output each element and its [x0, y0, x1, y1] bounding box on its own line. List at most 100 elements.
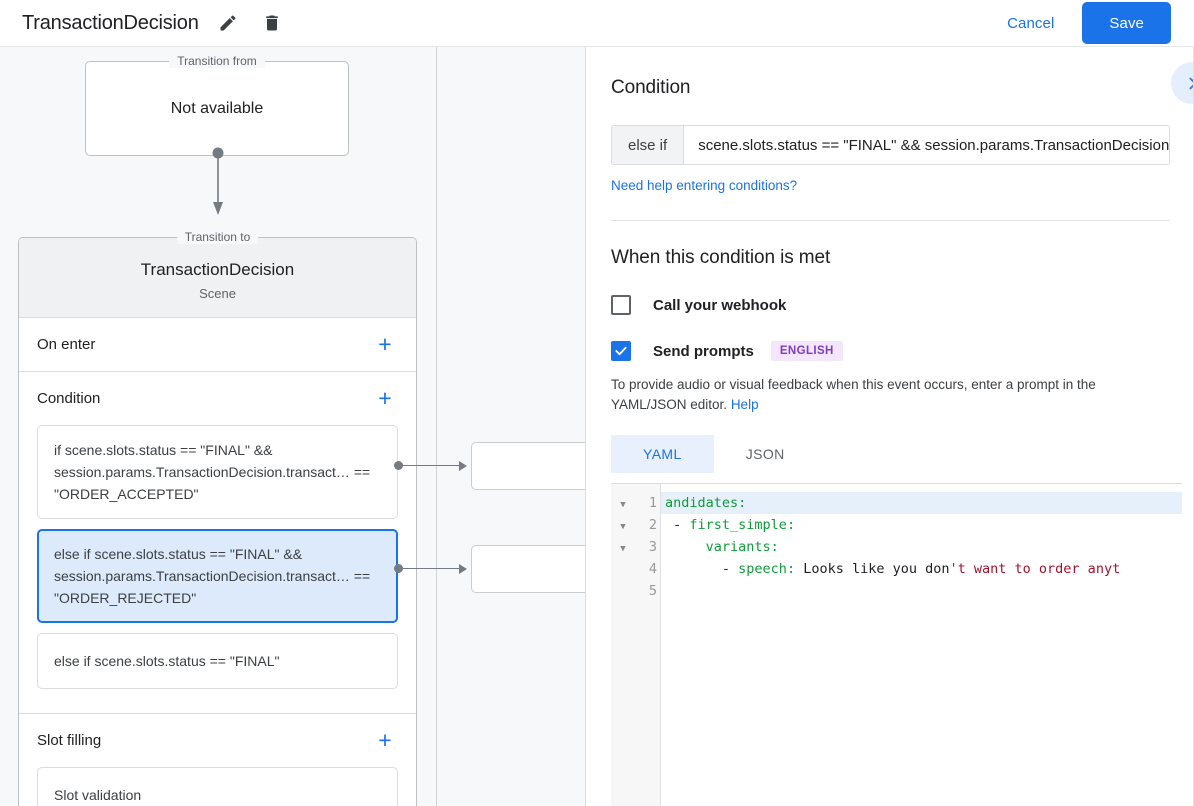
scene-type: Scene: [199, 286, 236, 301]
code-token: :: [786, 561, 796, 577]
yaml-editor[interactable]: ▼ ▼ ▼ 1 2 3 4 5 andidates: - first_simple: var…: [611, 47, 1194, 806]
webhook-row: Call your webhook: [611, 295, 1170, 315]
tab-json[interactable]: JSON: [745, 446, 785, 462]
condition-expression-input[interactable]: scene.slots.status == "FINAL" && session…: [684, 126, 1169, 164]
transition-from-value: Not available: [170, 99, 264, 117]
slot-validation-item[interactable]: Slot validation: [37, 767, 398, 806]
tab-yaml[interactable]: YAML: [611, 435, 714, 473]
editor-line-number: 4: [648, 561, 657, 577]
send-prompts-label: Send prompts: [653, 342, 754, 360]
prompts-description: To provide audio or visual feedback when…: [611, 375, 1169, 415]
section-title-slot-filling: Slot filling: [37, 732, 102, 749]
editor-code-line[interactable]: - speech: Looks like you don't want to o…: [661, 558, 1182, 580]
editor-code-line[interactable]: variants:: [661, 536, 1182, 558]
code-token: :: [786, 517, 796, 533]
condition-out-line: [399, 465, 461, 466]
save-button[interactable]: Save: [1082, 2, 1171, 44]
section-title-condition: Condition: [37, 390, 101, 407]
prompts-description-text: To provide audio or visual feedback when…: [611, 377, 1096, 412]
editor-line-number: 2: [648, 517, 657, 533]
scene-header[interactable]: TransactionDecision Scene: [19, 238, 416, 318]
top-bar: TransactionDecision Cancel Save: [0, 0, 1194, 47]
transition-target-stub[interactable]: [471, 442, 585, 490]
flow-canvas: Transition from Not available Transition…: [0, 47, 586, 806]
fold-caret-icon[interactable]: ▼: [620, 544, 626, 554]
editor-line-number: 1: [648, 495, 657, 511]
editor-line-number-gutter: 1 2 3 4 5: [635, 484, 661, 806]
add-slot-filling-button[interactable]: +: [378, 727, 392, 753]
section-condition: Condition + if scene.slots.status == "FI…: [19, 372, 416, 714]
language-badge: ENGLISH: [770, 341, 843, 361]
editor-fold-gutter[interactable]: ▼ ▼ ▼: [611, 484, 635, 806]
trash-icon-glyph: [265, 15, 278, 31]
condition-item[interactable]: else if scene.slots.status == "FINAL": [37, 633, 398, 689]
scene-card: Transition to TransactionDecision Scene …: [18, 230, 417, 806]
code-token: :: [770, 539, 779, 555]
panel-divider: [611, 220, 1170, 221]
condition-panel-header: Condition else if scene.slots.status == …: [587, 47, 1194, 221]
flow-connector-arrow: [212, 147, 224, 215]
chevron-right-icon[interactable]: [1171, 62, 1194, 104]
when-condition-met-title: When this condition is met: [611, 247, 831, 268]
fold-gutter-blank: [611, 580, 635, 602]
code-token: variants: [705, 539, 771, 555]
need-help-conditions-link[interactable]: Need help entering conditions?: [611, 178, 798, 193]
transition-to-legend: Transition to: [176, 230, 259, 244]
section-head-slot-filling: Slot filling +: [37, 714, 398, 767]
condition-item-selected[interactable]: else if scene.slots.status == "FINAL" &&…: [37, 529, 398, 623]
flow-vertical-rule: [436, 47, 437, 806]
transition-from-card: Transition from Not available: [85, 54, 349, 156]
editor-format-tabs: YAML JSON: [611, 435, 1170, 473]
section-head-condition: Condition +: [37, 372, 398, 425]
section-on-enter: On enter +: [19, 318, 416, 372]
transition-target-stub[interactable]: [471, 545, 585, 593]
editor-code-line[interactable]: [661, 580, 1182, 602]
code-token: 't want to order anyt: [949, 561, 1121, 577]
fold-caret-icon[interactable]: ▼: [620, 500, 626, 510]
cancel-button[interactable]: Cancel: [993, 7, 1068, 40]
trash-icon[interactable]: [257, 8, 287, 38]
editor-line-number: 3: [648, 539, 657, 555]
condition-input-row[interactable]: else if scene.slots.status == "FINAL" &&…: [611, 125, 1170, 165]
page-title: TransactionDecision: [22, 11, 199, 34]
section-title-on-enter: On enter: [37, 336, 96, 353]
editor-code-line[interactable]: andidates:: [661, 492, 1182, 514]
code-token: -: [665, 517, 690, 533]
code-token: [665, 539, 706, 555]
section-slot-filling: Slot filling + Slot validation: [19, 714, 416, 806]
add-condition-button[interactable]: +: [378, 385, 392, 411]
pencil-icon[interactable]: [213, 8, 243, 38]
condition-item[interactable]: if scene.slots.status == "FINAL" && sess…: [37, 425, 398, 519]
condition-out-arrow: [459, 564, 467, 574]
scene-name: TransactionDecision: [140, 260, 295, 279]
section-head-on-enter: On enter +: [37, 318, 398, 371]
help-link[interactable]: Help: [730, 397, 759, 412]
pencil-icon-glyph: [220, 15, 236, 31]
code-token: first_simple: [689, 517, 787, 533]
call-webhook-label: Call your webhook: [653, 296, 787, 314]
condition-out-dot: [394, 461, 403, 470]
code-token: -: [665, 561, 739, 577]
fold-gutter-blank: [611, 558, 635, 580]
condition-detail-panel: Condition else if scene.slots.status == …: [587, 47, 1194, 806]
editor-code-area[interactable]: andidates: - first_simple: variants: - s…: [661, 484, 1182, 806]
condition-out-arrow: [459, 461, 467, 471]
chevron-right-icon-glyph: [1188, 77, 1194, 89]
condition-out-dot: [394, 564, 403, 573]
code-token: speech: [738, 561, 787, 577]
send-prompts-checkbox[interactable]: [611, 341, 631, 361]
code-token: andidates: [665, 495, 739, 511]
send-prompts-row: Send prompts ENGLISH: [611, 341, 1170, 361]
editor-code-line[interactable]: - first_simple:: [661, 514, 1182, 536]
checkmark-icon: [615, 346, 627, 356]
condition-operator-label: else if: [612, 126, 685, 164]
editor-line-number: 5: [648, 583, 657, 599]
call-webhook-checkbox[interactable]: [611, 295, 631, 315]
code-token: :: [738, 495, 747, 511]
code-token: Looks like you don: [795, 561, 950, 577]
condition-panel-title: Condition: [611, 77, 691, 98]
fold-caret-icon[interactable]: ▼: [620, 522, 626, 532]
add-on-enter-button[interactable]: +: [378, 331, 392, 357]
condition-panel-body: When this condition is met Call your web…: [587, 47, 1194, 806]
condition-out-line: [399, 568, 461, 569]
